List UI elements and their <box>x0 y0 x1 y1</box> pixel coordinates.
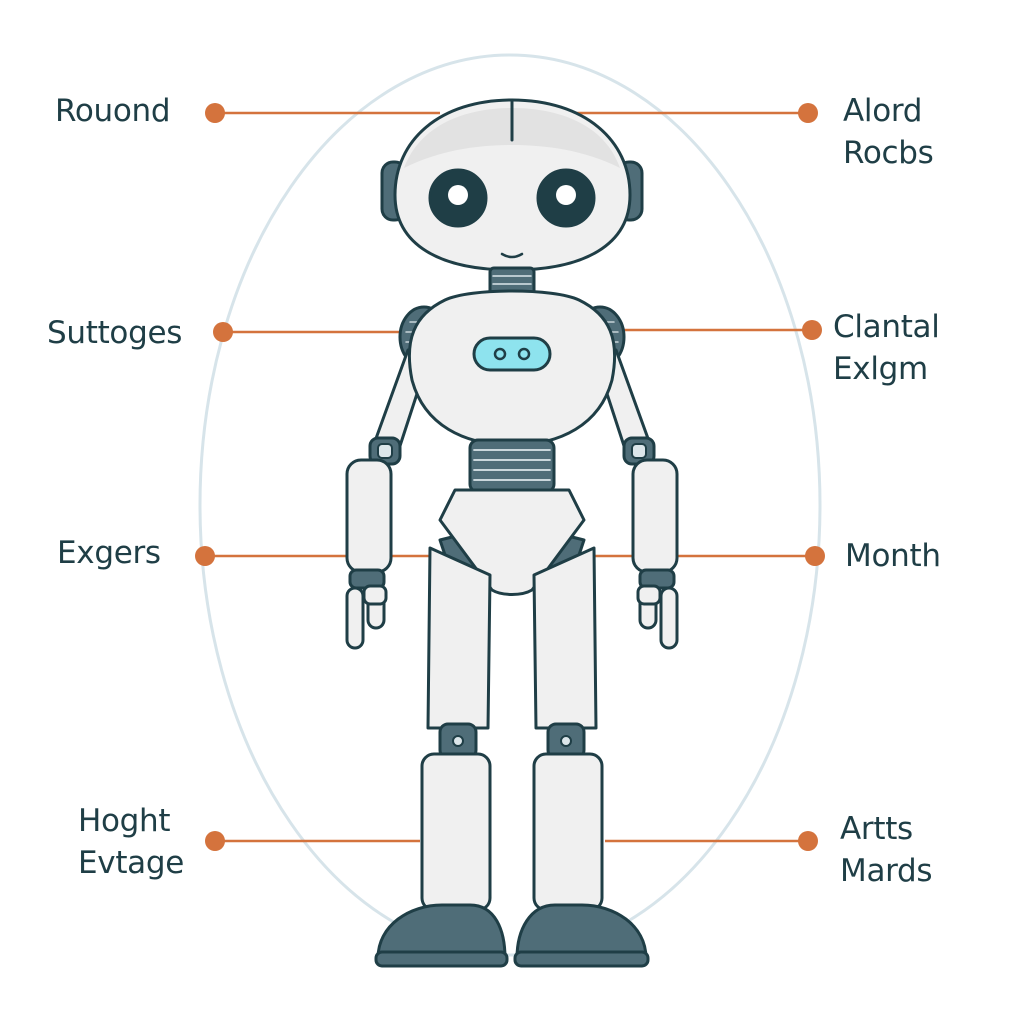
leader-dot-left-2 <box>213 322 233 342</box>
label-right-1: Alord Rocbs <box>843 90 934 174</box>
label-right-2-line-1: Clantal <box>833 309 940 345</box>
label-left-1: Rouond <box>55 90 171 132</box>
label-right-1-line-2: Rocbs <box>843 135 934 171</box>
label-left-1-line-1: Rouond <box>55 93 171 129</box>
label-left-4-line-2: Evtage <box>78 845 185 881</box>
right-shin <box>532 752 604 912</box>
label-right-4-line-2: Mards <box>840 853 933 889</box>
chest-display <box>472 336 552 372</box>
leader-dot-left-1 <box>205 103 225 123</box>
label-right-4: Artts Mards <box>840 808 933 892</box>
label-left-3: Exgers <box>57 532 161 574</box>
leader-dot-right-3 <box>805 546 825 566</box>
right-forearm <box>631 458 679 574</box>
label-right-2-line-2: Exlgm <box>833 351 928 387</box>
leader-dot-right-2 <box>802 320 822 340</box>
label-left-4: Hoght Evtage <box>78 800 184 884</box>
left-foot <box>376 903 507 960</box>
label-right-4-line-1: Artts <box>840 811 913 847</box>
right-eye-highlight <box>556 185 576 205</box>
label-right-2: Clantal Exlgm <box>833 306 940 390</box>
left-eye-highlight <box>448 185 468 205</box>
label-left-2: Suttoges <box>47 312 182 354</box>
label-right-1-line-1: Alord <box>843 93 923 129</box>
right-thigh <box>532 546 598 730</box>
label-right-3: Month <box>845 535 941 577</box>
label-left-4-line-1: Hoght <box>78 803 171 839</box>
label-right-3-line-1: Month <box>845 538 941 574</box>
left-forearm <box>345 458 393 574</box>
left-shin <box>420 752 492 912</box>
label-left-2-line-1: Suttoges <box>47 315 183 351</box>
leader-dot-right-4 <box>798 831 818 851</box>
robot <box>345 98 679 968</box>
leader-dot-left-3 <box>195 546 215 566</box>
label-left-3-line-1: Exgers <box>57 535 161 571</box>
halo-ellipse <box>198 53 822 957</box>
right-hand <box>636 584 679 650</box>
mouth <box>500 252 524 259</box>
left-hand <box>345 584 388 650</box>
leader-dot-left-4 <box>205 831 225 851</box>
robot-waist <box>468 438 556 494</box>
leader-dot-right-1 <box>798 103 818 123</box>
left-thigh <box>426 546 492 730</box>
right-foot <box>515 903 648 960</box>
